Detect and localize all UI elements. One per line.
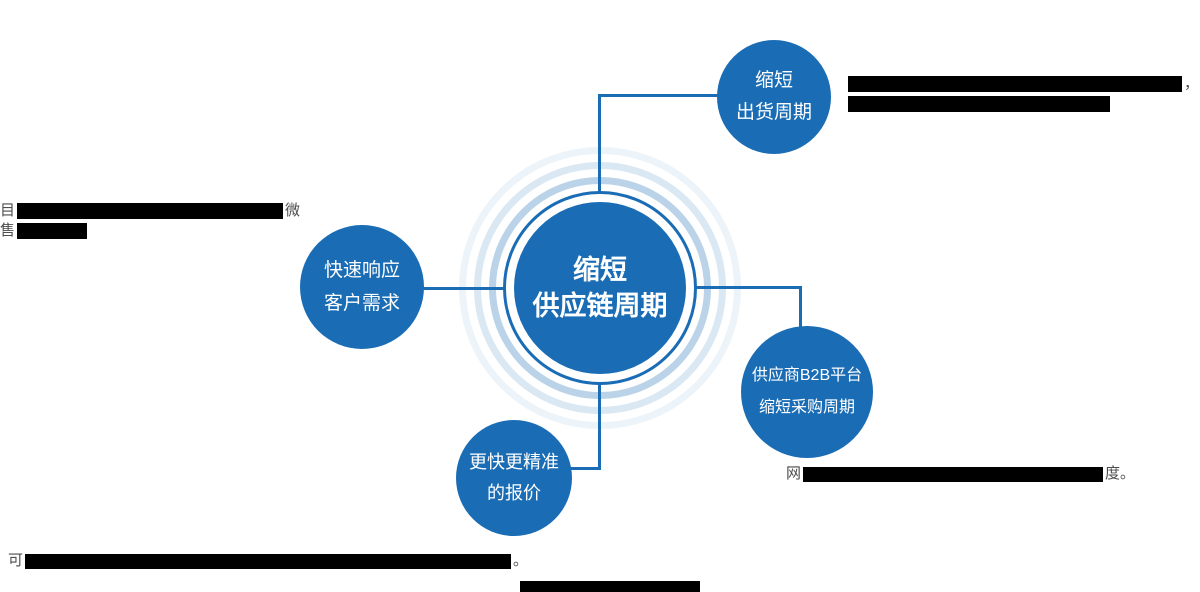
annotation-visible-char: 。 [513, 552, 529, 569]
redacted-text-bar [848, 96, 1110, 112]
annotation-bottom-left: 可 。 [8, 553, 528, 569]
hub-glow-ring-inner [489, 177, 711, 399]
annotation-top-right-line2 [848, 96, 1199, 112]
annotation-left-line2: 售 [0, 223, 300, 239]
node-respond-customer-needs: 快速响应 客户需求 [300, 225, 424, 349]
annotation-visible-char: 度。 [1105, 465, 1136, 482]
annotation-visible-char: 网 [786, 465, 802, 482]
redacted-footer-bar [520, 581, 700, 592]
annotation-top-right: ， [848, 76, 1199, 112]
annotation-bottom-right-line: 网 度。 [786, 466, 1135, 482]
connector-hub-to-b2b-horizontal [695, 286, 802, 289]
node-b2b-label-line2: 缩短采购周期 [758, 399, 855, 416]
connector-hub-to-shipping-horizontal [598, 94, 718, 97]
annotation-bottom-right: 网 度。 [786, 466, 1135, 482]
node-shipping-label-line1: 缩短 [754, 69, 793, 91]
redacted-text-bar [17, 223, 88, 239]
node-shorten-shipping-cycle: 缩短 出货周期 [717, 40, 831, 154]
connector-hub-to-shipping-vertical [598, 94, 601, 193]
redacted-text-bar [803, 466, 1104, 482]
hub-glow-ring-outer [459, 147, 741, 429]
node-b2b-label-line1: 供应商B2B平台 [751, 367, 863, 384]
hub-circle: 缩短 供应链周期 [514, 202, 686, 374]
node-respond-label-line2: 客户需求 [323, 293, 400, 314]
annotation-visible-char: 售 [0, 222, 16, 239]
connector-hub-to-quote-horizontal [570, 467, 601, 470]
redacted-text-bar [17, 203, 284, 219]
node-faster-accurate-quotes: 更快更精准 的报价 [456, 420, 572, 536]
node-quote-label-line1: 更快更精准 [469, 451, 559, 472]
redacted-text-bar [848, 76, 1182, 92]
annotation-left: 目 微 售 [0, 203, 300, 239]
annotation-visible-char: 微 [285, 202, 301, 219]
annotation-visible-char: 目 [0, 202, 16, 219]
annotation-visible-char: 可 [8, 552, 24, 569]
node-quote-label-line2: 的报价 [487, 483, 541, 503]
annotation-bottom-left-line: 可 。 [8, 553, 528, 569]
annotation-visible-char: ， [1184, 75, 1200, 92]
hub-label-line1: 缩短 [573, 254, 627, 285]
annotation-top-right-line1: ， [848, 76, 1199, 92]
node-shipping-label-line2: 出货周期 [735, 102, 812, 123]
node-respond-label-line1: 快速响应 [323, 259, 400, 281]
hub-glow-ring-middle [474, 162, 726, 414]
connector-hub-to-b2b-vertical [799, 286, 802, 328]
hub-label-line2: 供应链周期 [532, 291, 668, 321]
redacted-text-bar [25, 553, 512, 569]
node-supplier-b2b-platform: 供应商B2B平台 缩短采购周期 [741, 326, 873, 458]
annotation-left-line1: 目 微 [0, 203, 300, 219]
